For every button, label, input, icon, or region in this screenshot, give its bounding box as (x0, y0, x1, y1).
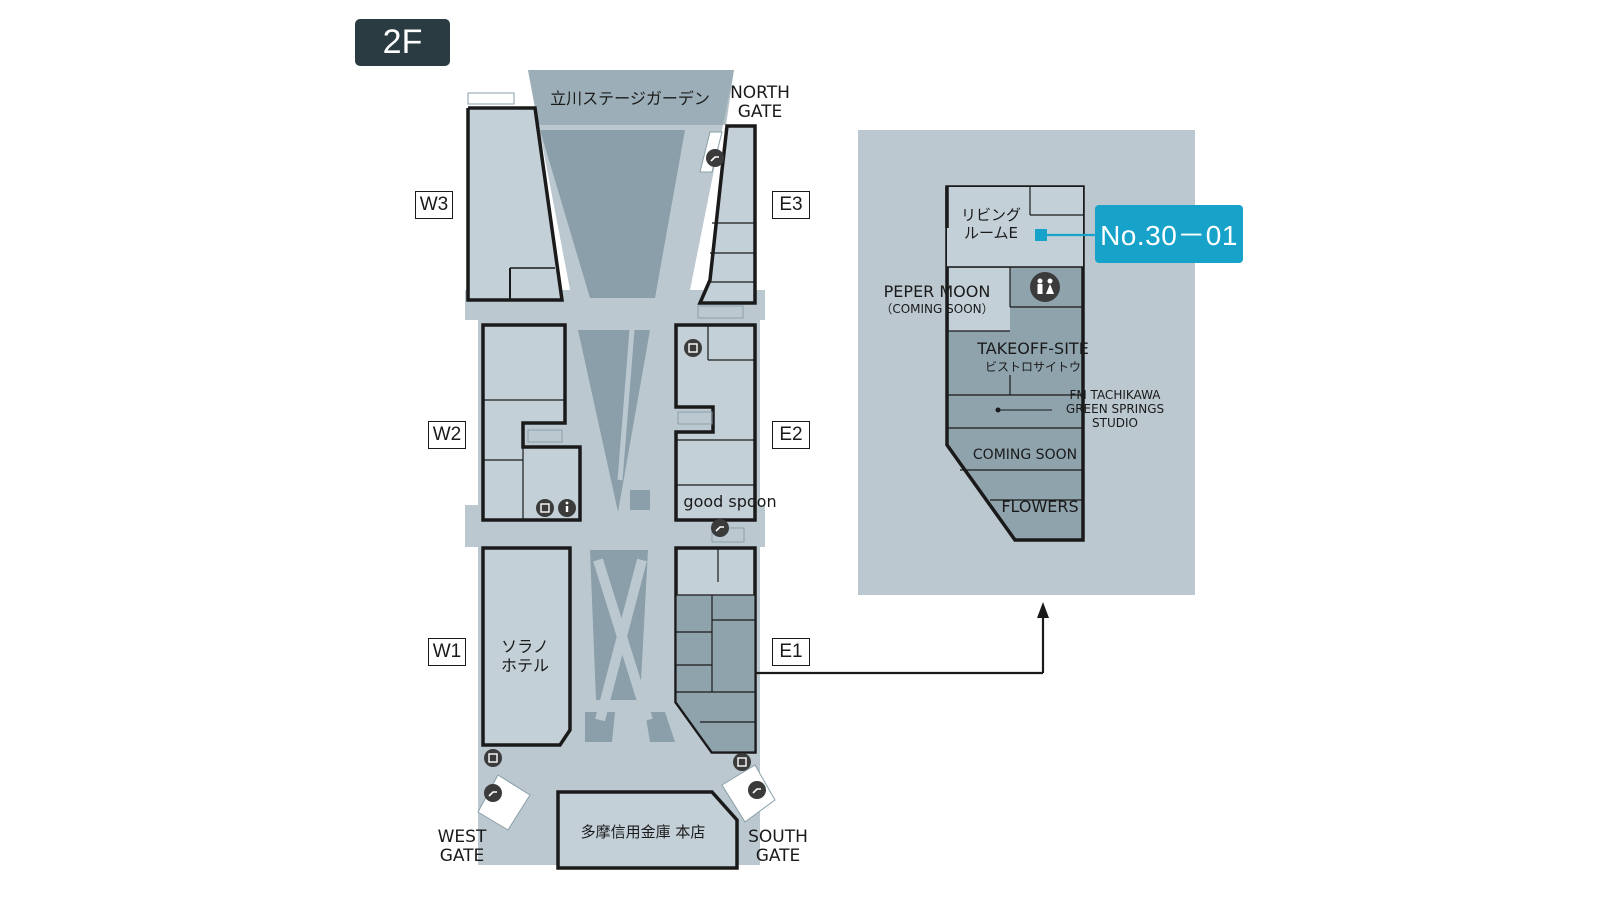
south-gate-stairs (721, 764, 776, 823)
block-e3 (697, 124, 757, 319)
escalator-icon (711, 519, 729, 537)
stage-garden-label: 立川ステージガーデン (550, 89, 710, 108)
shop-location-marker (1035, 229, 1047, 241)
fm-label-3: STUDIO (1092, 416, 1138, 430)
flowers-label: FLOWERS (1001, 497, 1078, 516)
block-tag-w1: W1 (428, 638, 466, 666)
fm-label-2: GREEN SPRINGS (1066, 402, 1164, 416)
takeoff-site-sub-label: ビストロサイトウ (985, 360, 1081, 374)
living-room-label-1: リビング (961, 206, 1021, 224)
good-spoon-label: good spoon (683, 492, 776, 511)
floor-badge: 2F (355, 19, 450, 66)
shop-number-callout: No.30－01 (1095, 205, 1243, 263)
block-tag-w2: W2 (428, 421, 466, 449)
north-gate-label-2: GATE (738, 102, 783, 122)
block-tag-e2: E2 (772, 421, 810, 449)
block-tag-w3: W3 (415, 191, 453, 219)
fm-label-1: FM TACHIKAWA (1069, 388, 1161, 402)
peper-moon-label: PEPER MOON (884, 282, 991, 301)
block-w1 (481, 546, 572, 747)
west-gate-label-1: WEST (438, 827, 487, 847)
takeoff-site-label: TAKEOFF-SITE (976, 339, 1089, 358)
solano-hotel-label-2: ホテル (501, 656, 549, 675)
atrium-void (528, 70, 734, 742)
arrow-up-icon (1037, 602, 1049, 618)
west-gate-label-2: GATE (440, 846, 485, 866)
block-e2 (674, 323, 757, 543)
restroom-icon (1030, 272, 1060, 302)
coming-soon-label: COMING SOON (973, 447, 1077, 463)
south-gate-label-1: SOUTH (748, 827, 808, 847)
elevator-icon (733, 753, 751, 771)
solano-hotel-label-1: ソラノ (501, 637, 549, 656)
south-gate-label-2: GATE (756, 846, 801, 866)
block-tag-e1: E1 (772, 638, 810, 666)
block-e1 (674, 546, 1049, 754)
block-tag-e3: E3 (772, 191, 810, 219)
information-icon (558, 499, 576, 517)
escalator-icon (748, 781, 766, 799)
living-room-label-2: ルームE (964, 224, 1018, 242)
block-w3 (466, 92, 565, 302)
tama-bank-label: 多摩信用金庫 本店 (581, 823, 706, 841)
elevator-icon (684, 339, 702, 357)
escalator-icon (706, 149, 724, 167)
elevator-icon (536, 499, 554, 517)
north-gate-label-1: NORTH (730, 83, 790, 103)
peper-moon-sub-label: （COMING SOON） (880, 302, 993, 316)
escalator-icon (484, 784, 502, 802)
block-w2 (481, 323, 582, 522)
elevator-icon (484, 749, 502, 767)
block-tama-bank (556, 790, 739, 870)
